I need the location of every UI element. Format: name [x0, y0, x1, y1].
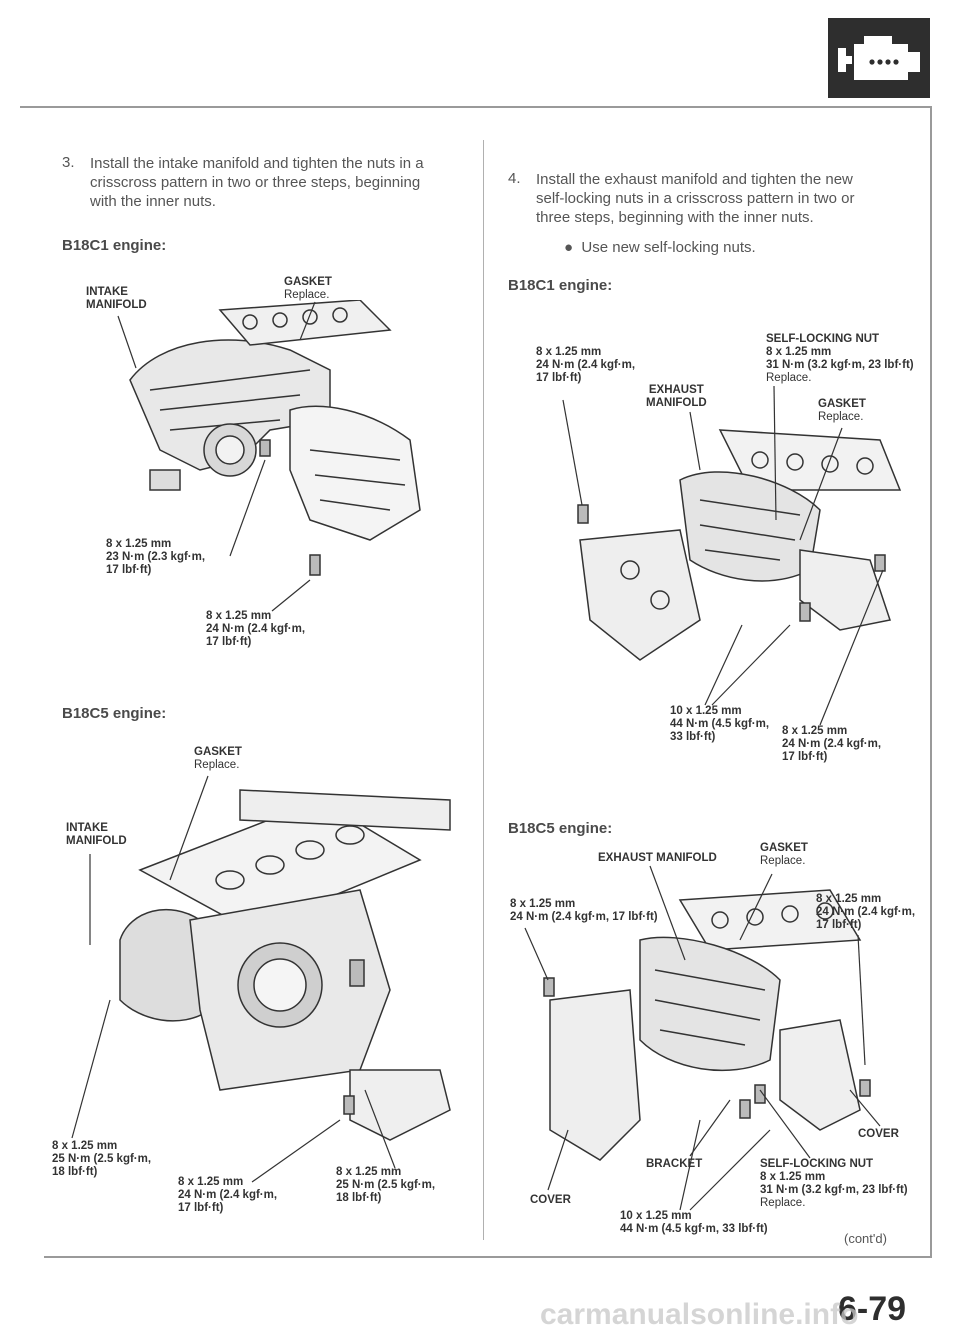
engine-icon [828, 18, 930, 98]
bullet-item: ● Use new self-locking nuts. [564, 239, 756, 256]
b18c1-heading-left: B18C1 engine: [62, 237, 167, 254]
watermark: carmanualsonline.info [540, 1298, 859, 1331]
cover-label-right: COVER [858, 1128, 899, 1140]
bottom-rule [44, 1256, 932, 1258]
right-rule [930, 106, 932, 1256]
b18c5-heading-right: B18C5 engine: [508, 820, 613, 837]
step-3-text: Install the intake manifold and tighten … [90, 155, 424, 210]
exhaust-manifold-b18c1-diagram [550, 420, 920, 690]
continued-note: (cont'd) [844, 1231, 887, 1246]
intake-manifold-b18c1-diagram [90, 300, 440, 630]
intake-manifold-b18c5-diagram [90, 770, 470, 1150]
bracket-label: BRACKET [646, 1158, 703, 1170]
cover-label-left: COVER [530, 1194, 571, 1206]
step-4-text: Install the exhaust manifold and tighten… [536, 171, 855, 226]
page-number: 6-79 [838, 1290, 907, 1328]
step-4-number: 4. [508, 170, 521, 187]
exhaust-manifold-label-b18c5: EXHAUST MANIFOLD [598, 852, 717, 864]
step-3-number: 3. [62, 154, 75, 171]
b18c1-heading-right: B18C1 engine: [508, 277, 613, 294]
bullet-icon: ● [564, 239, 582, 256]
top-rule [20, 106, 932, 108]
column-divider [483, 140, 484, 1240]
b18c5-heading-left: B18C5 engine: [62, 705, 167, 722]
